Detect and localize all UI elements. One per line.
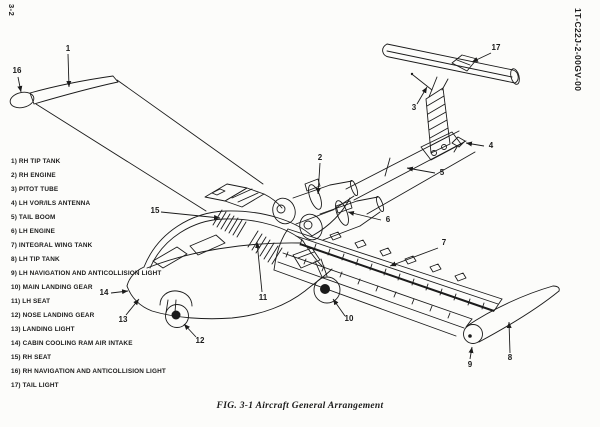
callout-11: 11 [259, 293, 268, 302]
parts-list-item: 6) LH ENGINE [11, 228, 56, 235]
parts-list-item: 17) TAIL LIGHT [11, 382, 59, 389]
parts-list-item: 2) RH ENGINE [11, 172, 56, 179]
pitot-tube [410, 72, 433, 91]
lh-wing [273, 228, 503, 337]
callout-12: 12 [196, 336, 205, 345]
parts-list-item: 8) LH TIP TANK [11, 256, 60, 263]
parts-list-item: 15) RH SEAT [11, 354, 52, 361]
horizontal-stabilizer [382, 43, 520, 85]
callout-17: 17 [492, 43, 501, 52]
parts-list-item: 1) RH TIP TANK [11, 158, 61, 165]
callout-16: 16 [13, 66, 22, 75]
figure-caption: FIG. 3-1 Aircraft General Arrangement [216, 401, 384, 411]
callout-9: 9 [468, 360, 473, 369]
callout-15: 15 [151, 206, 160, 215]
callout-leaders [17, 52, 512, 360]
parts-list-item: 3) PITOT TUBE [11, 186, 59, 193]
nose-landing-gear [159, 290, 193, 328]
rh-tip-tank [9, 91, 35, 109]
canopy [143, 210, 313, 269]
callout-3: 3 [412, 103, 417, 112]
parts-list-item: 11) LH SEAT [11, 298, 51, 305]
parts-list-item: 16) RH NAVIGATION AND ANTICOLLISION LIGH… [11, 368, 166, 375]
parts-list-item: 12) NOSE LANDING GEAR [11, 312, 95, 319]
vertical-fin [420, 76, 462, 161]
callout-8: 8 [508, 353, 513, 362]
callout-7: 7 [442, 238, 447, 247]
parts-list-item: 7) INTEGRAL WING TANK [11, 242, 93, 249]
parts-list-item: 4) LH VOR/ILS ANTENNA [11, 200, 91, 207]
parts-list-item: 13) LANDING LIGHT [11, 326, 75, 333]
lh-tip-tank [463, 285, 560, 344]
parts-list-item: 10) MAIN LANDING GEAR [11, 284, 93, 291]
parts-list-item: 9) LH NAVIGATION AND ANTICOLLISION LIGHT [11, 270, 162, 277]
callout-10: 10 [345, 314, 354, 323]
callout-6: 6 [386, 215, 391, 224]
lh-navigation-light [468, 334, 472, 338]
main-landing-gear [292, 247, 341, 304]
vor-ils-antenna [451, 136, 466, 153]
callout-13: 13 [119, 315, 128, 324]
callout-5: 5 [440, 168, 445, 177]
callout-numbers: 1 2 3 4 5 6 7 8 9 10 11 12 13 14 15 16 1… [13, 43, 513, 369]
avionics-bay [204, 183, 283, 209]
rh-engine [272, 178, 359, 225]
callout-4: 4 [489, 141, 494, 150]
callout-14: 14 [100, 288, 109, 297]
callout-1: 1 [66, 44, 71, 53]
callout-2: 2 [318, 153, 323, 162]
tail-boom [345, 130, 476, 215]
cockpit-seats-hatch [212, 209, 283, 265]
parts-list-item: 5) TAIL BOOM [11, 214, 56, 221]
parts-list-item: 14) CABIN COOLING RAM AIR INTAKE [11, 340, 133, 347]
rh-wing [29, 75, 264, 212]
parts-list: 1) RH TIP TANK 2) RH ENGINE 3) PITOT TUB… [11, 155, 171, 393]
lh-engine [299, 195, 385, 241]
